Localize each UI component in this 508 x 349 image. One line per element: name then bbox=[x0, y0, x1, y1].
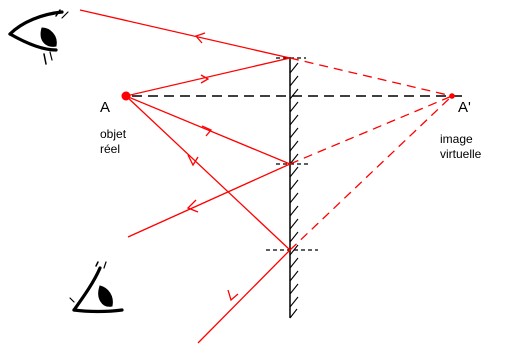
arrow-reflected-1 bbox=[194, 32, 206, 44]
incident-ray-3 bbox=[125, 95, 291, 251]
incident-ray-2 bbox=[125, 95, 291, 165]
incident-rays bbox=[125, 57, 291, 251]
arrow-reflected-3 bbox=[227, 289, 239, 302]
arrow-incident-3 bbox=[187, 154, 199, 167]
arrow-reflected-2 bbox=[186, 199, 199, 213]
reflected-ray-2 bbox=[127, 163, 291, 238]
plane-mirror bbox=[289, 57, 299, 319]
reflected-rays bbox=[79, 9, 291, 344]
image-point-A-prime bbox=[449, 93, 455, 99]
image-caption-line2: virtuelle bbox=[440, 147, 482, 161]
virtual-ray-extensions bbox=[289, 57, 453, 251]
virtual-extension-1 bbox=[289, 57, 453, 97]
eye-icon bbox=[69, 261, 124, 314]
object-caption-line2: réel bbox=[100, 142, 121, 156]
arrow-incident-2 bbox=[201, 125, 213, 137]
eye-icon bbox=[8, 9, 69, 65]
image-label-A-prime: A' bbox=[458, 99, 471, 116]
mirror-hatching bbox=[289, 62, 299, 319]
virtual-extension-2 bbox=[289, 95, 453, 165]
virtual-extension-3 bbox=[289, 95, 453, 251]
image-caption-line1: image bbox=[440, 132, 473, 146]
normals bbox=[266, 57, 318, 251]
incident-ray-1 bbox=[125, 57, 291, 97]
reflected-ray-3 bbox=[197, 249, 291, 344]
direction-arrows bbox=[186, 32, 239, 302]
arrow-incident-1 bbox=[200, 74, 210, 84]
reflected-ray-1 bbox=[79, 9, 291, 59]
object-point-A bbox=[121, 91, 131, 101]
object-caption-line1: objet bbox=[100, 127, 127, 141]
object-label-A: A bbox=[100, 99, 111, 116]
